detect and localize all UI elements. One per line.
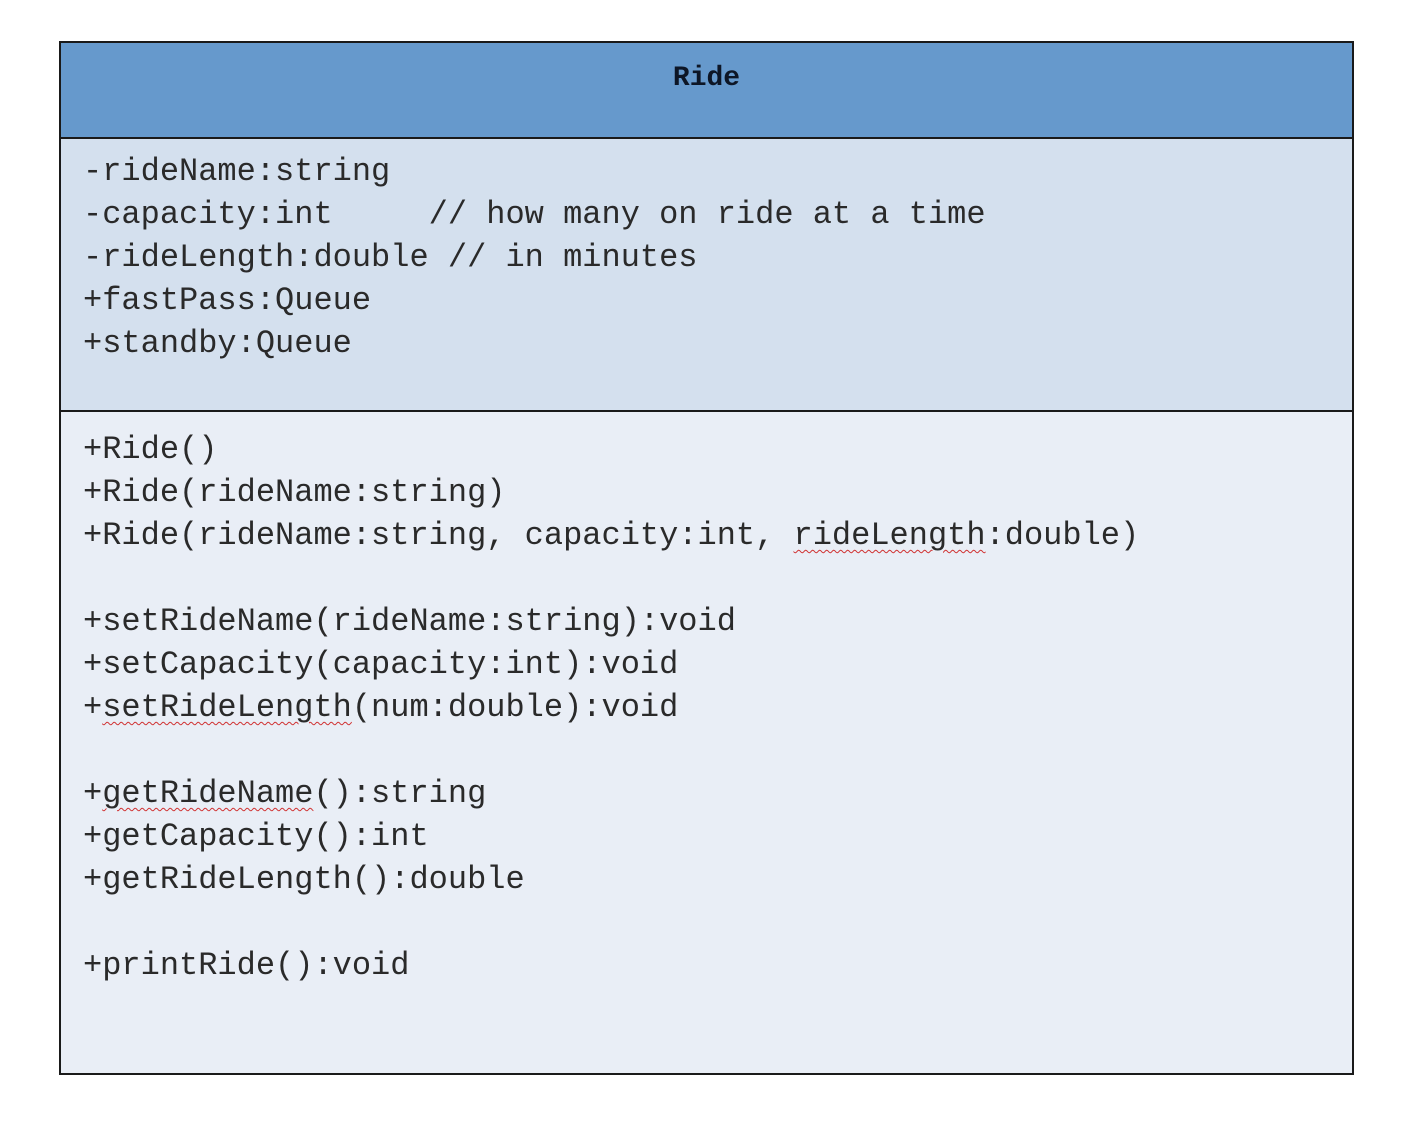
operation-text: :double) [985,517,1140,554]
class-name: Ride [672,63,741,94]
blank-line [83,557,1352,600]
operation-line: +printRide():void [83,947,410,984]
operation-text: + [83,775,103,812]
operation-line: +setRideName(rideName:string):void [83,603,736,640]
operation-line: +Ride(rideName:string) [83,474,506,511]
attribute-line: -rideName:string [83,153,391,190]
operation-line: +getRideLength():double [83,861,525,898]
attribute-line: +standby:Queue [83,325,352,362]
attribute-line: -capacity:int // how many on ride at a t… [83,196,986,233]
uml-class-box: Ride -rideName:string -capacity:int // h… [59,41,1354,1075]
class-header: Ride [61,43,1352,139]
operation-line: +setRideLength(num:double):void [83,686,1352,729]
attributes-compartment: -rideName:string -capacity:int // how ma… [61,139,1352,412]
attribute-line: +fastPass:Queue [83,282,372,319]
blank-line [83,901,1352,944]
spellcheck-flagged-word: rideLength [793,517,986,554]
operation-line: +Ride(rideName:string, capacity:int, rid… [83,514,1352,557]
operation-text: ():string [313,775,487,812]
operation-text: + [83,689,103,726]
operations-compartment: +Ride() +Ride(rideName:string) +Ride(rid… [61,412,1352,1073]
operation-line: +getRideName():string [83,772,1352,815]
operation-line: +getCapacity():int [83,818,429,855]
operation-text: +Ride(rideName:string, capacity:int, [83,517,794,554]
operation-line: +setCapacity(capacity:int):void [83,646,679,683]
spellcheck-flagged-word: getRideName [102,775,314,812]
blank-line [83,729,1352,772]
spellcheck-flagged-word: setRideLength [102,689,352,726]
attribute-line: -rideLength:double // in minutes [83,239,698,276]
operation-text: (num:double):void [351,689,679,726]
operation-line: +Ride() [83,431,218,468]
